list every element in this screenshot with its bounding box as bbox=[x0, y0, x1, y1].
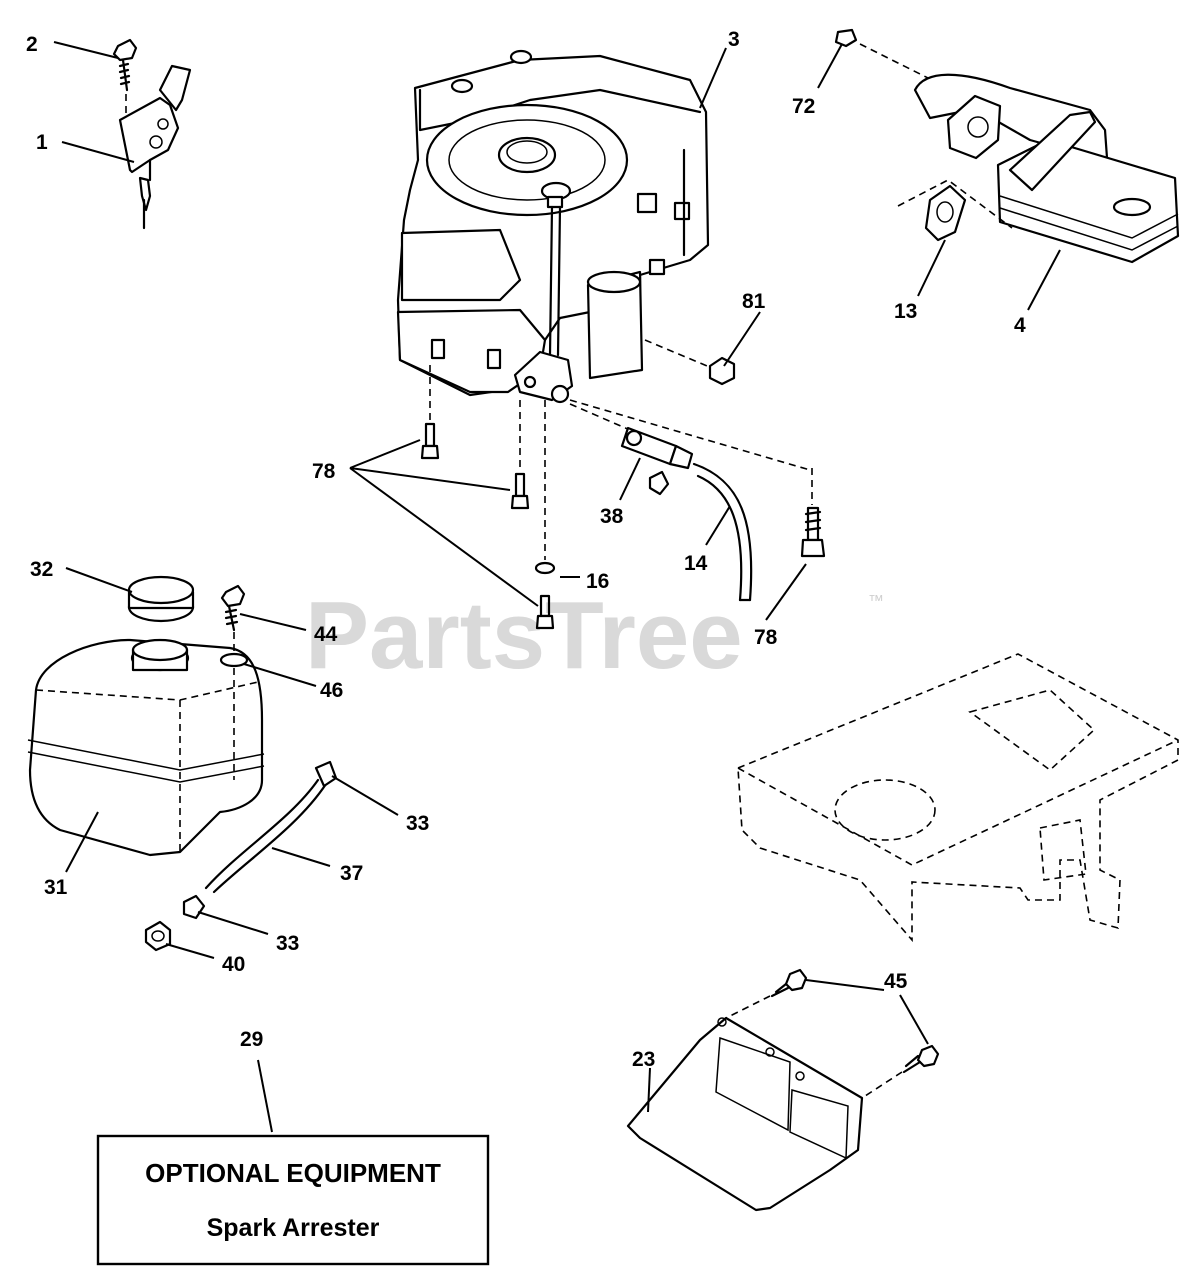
callout-3: 3 bbox=[728, 28, 740, 51]
callout-4: 4 bbox=[1014, 314, 1026, 337]
callout-2: 2 bbox=[26, 33, 38, 56]
callout-38: 38 bbox=[600, 505, 624, 528]
callout-33-upper: 33 bbox=[406, 812, 429, 835]
muffler-part bbox=[834, 28, 1180, 264]
nut-81-part bbox=[644, 339, 736, 386]
engine-part bbox=[396, 49, 710, 404]
bolts-78-part bbox=[420, 365, 826, 630]
optional-equipment-box: OPTIONAL EQUIPMENT Spark Arrester bbox=[96, 1134, 490, 1266]
callout-32: 32 bbox=[30, 558, 53, 581]
callout-1: 1 bbox=[36, 131, 48, 154]
callout-29: 29 bbox=[240, 1028, 263, 1051]
throttle-control-part bbox=[112, 38, 192, 230]
callout-46: 46 bbox=[320, 679, 343, 702]
callout-31: 31 bbox=[44, 876, 68, 899]
fuel-shutoff-38-part bbox=[569, 403, 694, 496]
leader-lines bbox=[53, 41, 1061, 1133]
callout-40: 40 bbox=[222, 953, 245, 976]
optional-equipment-title: OPTIONAL EQUIPMENT bbox=[145, 1158, 441, 1188]
callout-13: 13 bbox=[894, 300, 917, 323]
callout-16: 16 bbox=[586, 570, 609, 593]
callout-labels: 2 1 3 72 81 13 4 78 38 14 16 78 32 44 46… bbox=[26, 28, 1026, 1071]
callout-45: 45 bbox=[884, 970, 908, 993]
callout-37: 37 bbox=[340, 862, 363, 885]
fuel-tank-part bbox=[27, 575, 338, 952]
shield-plate-23-part bbox=[626, 968, 940, 1212]
callout-23: 23 bbox=[632, 1048, 655, 1071]
callout-33-lower: 33 bbox=[276, 932, 299, 955]
callout-14: 14 bbox=[684, 552, 708, 575]
fuel-hose-14-part bbox=[692, 462, 753, 602]
callout-78-engine: 78 bbox=[312, 460, 336, 483]
frame-outline bbox=[737, 653, 1179, 943]
spark-arrester-label: Spark Arrester bbox=[207, 1214, 380, 1242]
watermark-trademark: ™ bbox=[868, 593, 884, 610]
watermark-text: PartsTree bbox=[305, 582, 743, 689]
callout-78-bolt: 78 bbox=[754, 626, 778, 649]
callout-81: 81 bbox=[742, 290, 766, 313]
callout-44: 44 bbox=[314, 623, 338, 646]
callout-72: 72 bbox=[792, 95, 815, 118]
